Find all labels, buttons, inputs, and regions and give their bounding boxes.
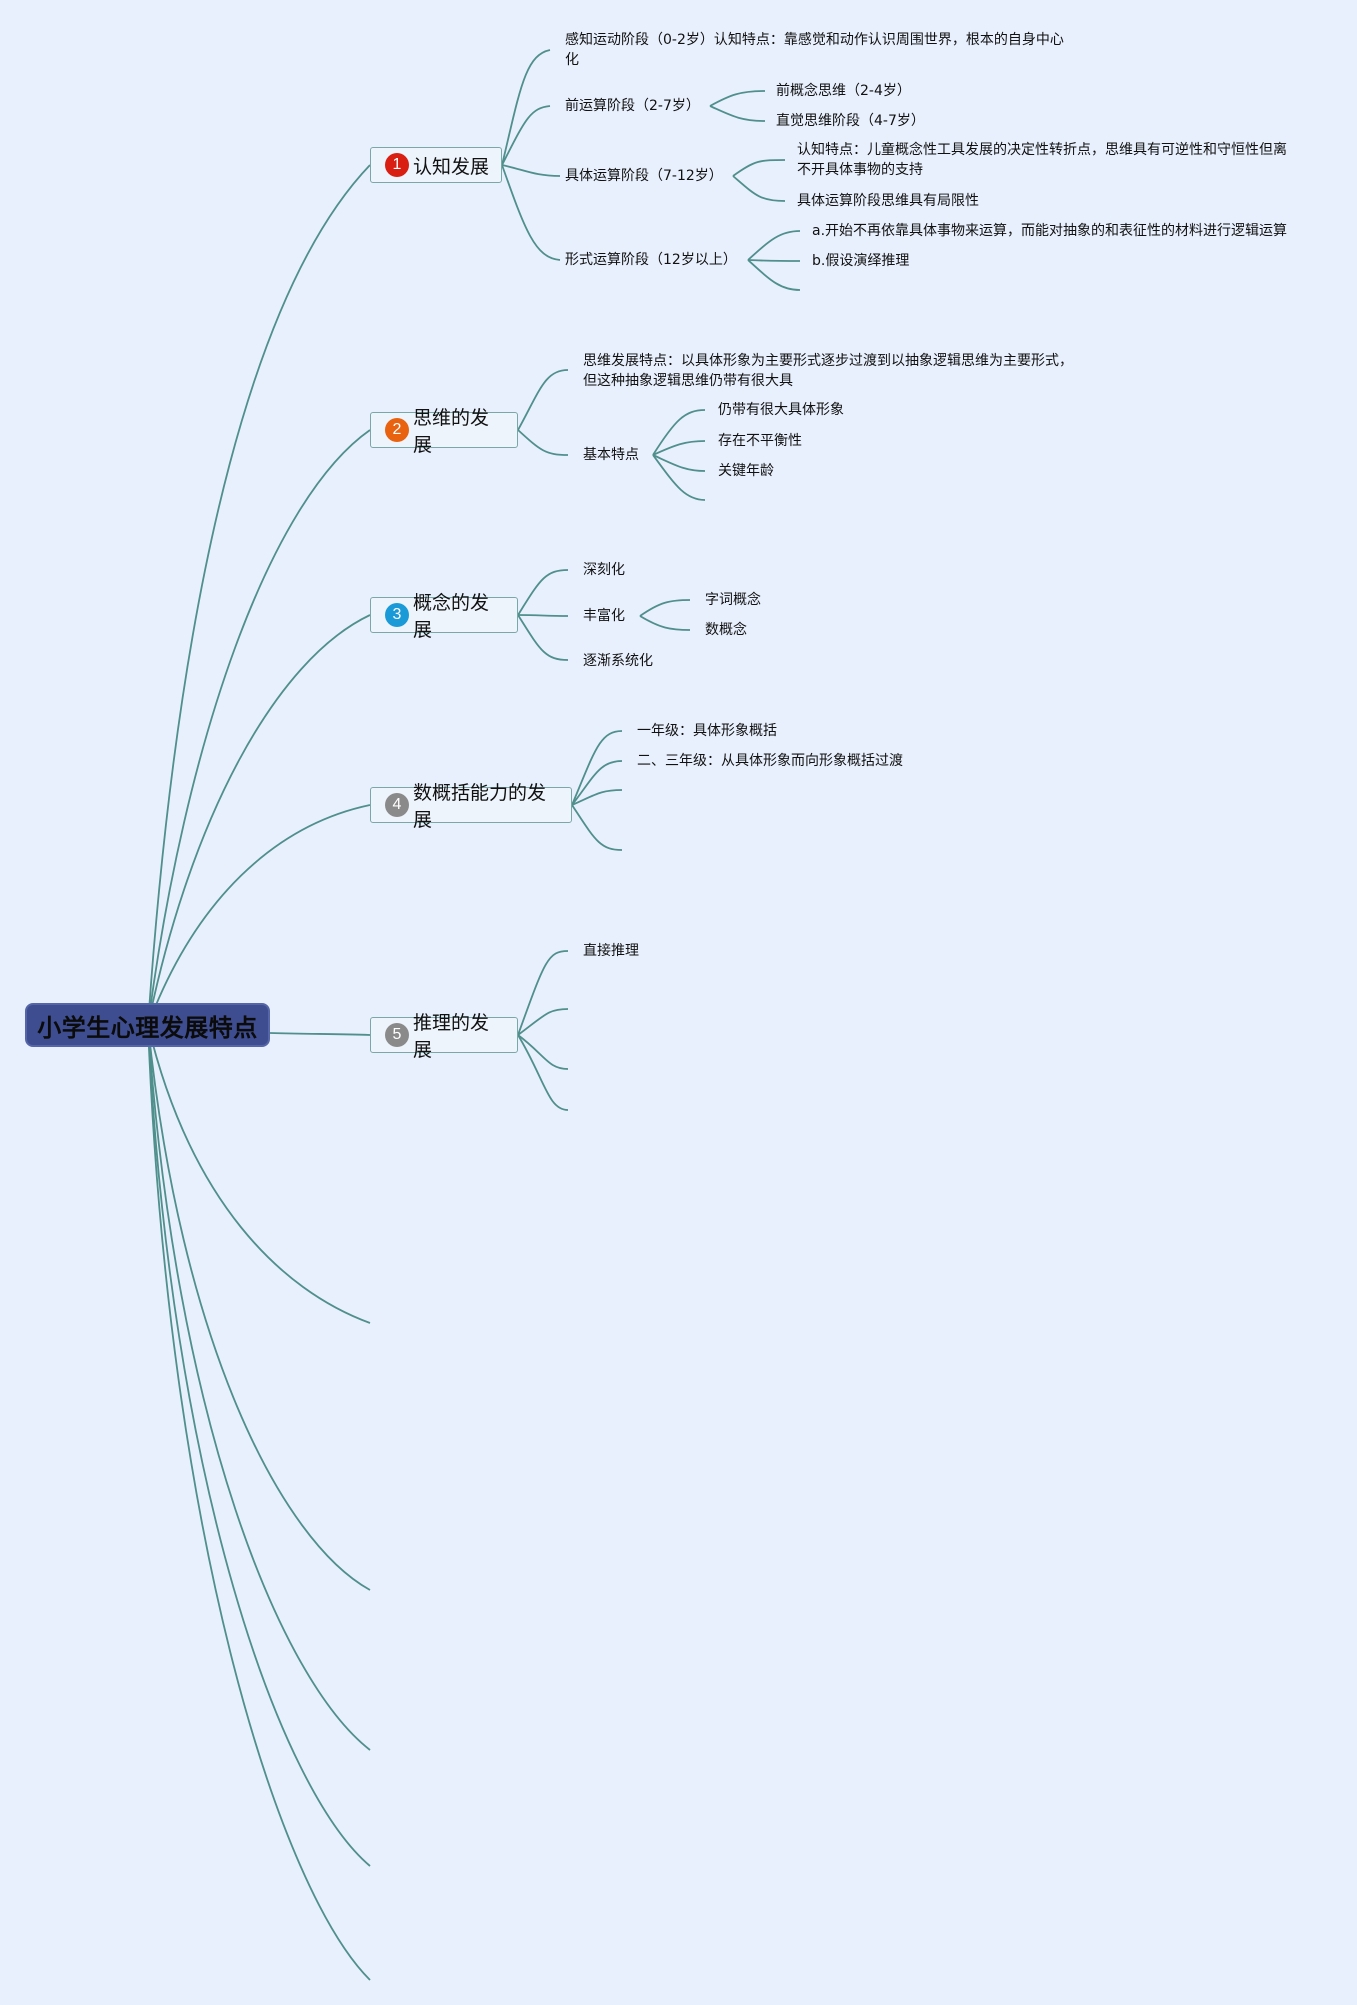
item-concrete-imagery[interactable]: 仍带有很大具体形象 xyxy=(718,402,844,418)
subtopic-deepening[interactable]: 深刻化 xyxy=(583,562,625,578)
item-grade-two-three[interactable]: 二、三年级：从具体形象而向形象概括过渡 xyxy=(637,753,903,769)
item-grade-one[interactable]: 一年级：具体形象概括 xyxy=(637,723,777,739)
connector-t3-c2 xyxy=(517,614,569,617)
connector-t3-c1 xyxy=(517,569,569,616)
topic-2-label: 思维的发展 xyxy=(413,407,490,456)
connector-t1-c2-g1 xyxy=(709,90,766,107)
connector-t1-c3 xyxy=(501,164,561,177)
item-number-concepts[interactable]: 数概念 xyxy=(705,622,747,638)
item-hypothetico-deductive[interactable]: b.假设演绎推理 xyxy=(812,253,910,269)
topic-2-thinking-development[interactable]: 2 思维的发展 xyxy=(370,407,518,456)
subtopic-basic-features[interactable]: 基本特点 xyxy=(583,447,639,463)
connector-root-topic-1 xyxy=(147,164,371,1026)
topic-5-label: 推理的发展 xyxy=(413,1012,490,1061)
connector-t4-c4 xyxy=(571,804,623,851)
number-badge-2-icon: 2 xyxy=(385,418,409,442)
subtopic-preoperational-stage[interactable]: 前运算阶段（2-7岁） xyxy=(565,98,700,114)
connector-root-topic-4 xyxy=(147,804,371,1026)
connector-t1-c2 xyxy=(501,105,551,166)
number-badge-5-icon: 5 xyxy=(385,1023,409,1047)
subtopic-systematization[interactable]: 逐渐系统化 xyxy=(583,653,653,669)
connector-t1-c2-g2 xyxy=(709,105,766,122)
item-critical-age[interactable]: 关键年龄 xyxy=(718,463,774,479)
connector-t1-c3-g2 xyxy=(732,175,786,202)
connector-t5-c2 xyxy=(517,1008,569,1036)
connector-root-empty-9 xyxy=(147,1024,371,1867)
topic-1-label: 认知发展 xyxy=(413,155,490,178)
item-intuitive-thinking[interactable]: 直觉思维阶段（4-7岁） xyxy=(776,113,925,129)
topic-5-reasoning-development[interactable]: 5 推理的发展 xyxy=(370,1012,518,1061)
connector-t1-c1 xyxy=(501,49,551,166)
number-badge-1-icon: 1 xyxy=(385,153,409,177)
item-imbalance[interactable]: 存在不平衡性 xyxy=(718,433,802,449)
connector-t4-c3 xyxy=(571,789,623,806)
connector-t2-c2 xyxy=(517,429,569,456)
connector-root-topic-5 xyxy=(269,1032,371,1036)
connector-root-topic-2 xyxy=(147,429,371,1026)
connector-root-empty-7 xyxy=(147,1024,371,1591)
number-badge-3-icon: 3 xyxy=(385,603,409,627)
connector-t3-c3 xyxy=(517,614,569,661)
connector-root-empty-10 xyxy=(147,1024,371,1981)
connector-t5-c3 xyxy=(517,1034,569,1070)
connector-t1-c3-g1 xyxy=(732,159,786,177)
connector-root-empty-8 xyxy=(147,1024,371,1751)
connector-t5-c4 xyxy=(517,1034,569,1111)
subtopic-thinking-features[interactable]: 思维发展特点：以具体形象为主要形式逐步过渡到以抽象逻辑思维为主要形式，但这种抽象… xyxy=(583,353,1073,389)
item-concrete-limitations[interactable]: 具体运算阶段思维具有局限性 xyxy=(797,193,979,209)
subtopic-enrichment[interactable]: 丰富化 xyxy=(583,608,625,624)
connector-t2-c2-g1 xyxy=(652,409,706,456)
item-abstract-operations[interactable]: a.开始不再依靠具体事物来运算，而能对抽象的和表征性的材料进行逻辑运算 xyxy=(812,223,1288,239)
subtopic-formal-operational-stage[interactable]: 形式运算阶段（12岁以上） xyxy=(565,252,737,268)
subtopic-concrete-operational-stage[interactable]: 具体运算阶段（7-12岁） xyxy=(565,168,723,184)
item-preconceptual-thinking[interactable]: 前概念思维（2-4岁） xyxy=(776,83,911,99)
connector-t4-c1 xyxy=(571,730,623,806)
topic-4-label: 数概括能力的发展 xyxy=(413,782,547,831)
number-badge-4-icon: 4 xyxy=(385,793,409,817)
subtopic-sensorimotor-stage[interactable]: 感知运动阶段（0-2岁）认知特点：靠感觉和动作认识周围世界，根本的自身中心化 xyxy=(565,32,1064,68)
item-concrete-cognitive-features[interactable]: 认知特点：儿童概念性工具发展的决定性转折点，思维具有可逆性和守恒性但离不开具体事… xyxy=(797,142,1287,178)
connector-t1-c4-g1 xyxy=(747,230,801,261)
connector-t3-c2-g2 xyxy=(639,615,691,631)
root-topic[interactable]: 小学生心理发展特点 xyxy=(25,1003,270,1047)
topic-3-concept-development[interactable]: 3 概念的发展 xyxy=(370,592,518,641)
connector-t1-c4 xyxy=(501,164,561,261)
topic-1-cognitive-development[interactable]: 1 认知发展 xyxy=(370,147,502,183)
connector-t5-c1 xyxy=(517,950,569,1036)
connector-t2-c1 xyxy=(517,369,569,431)
connector-t1-c4-g2 xyxy=(747,259,801,262)
item-word-concepts[interactable]: 字词概念 xyxy=(705,592,761,608)
connector-t3-c2-g1 xyxy=(639,599,691,617)
topic-4-numeric-generalization[interactable]: 4 数概括能力的发展 xyxy=(370,782,572,831)
connector-root-topic-3 xyxy=(147,614,371,1026)
connector-t4-c2 xyxy=(571,760,623,806)
topic-3-label: 概念的发展 xyxy=(413,592,490,641)
connector-root-empty-6 xyxy=(147,1024,371,1324)
connector-t2-c2-g2 xyxy=(652,440,706,456)
item-direct-reasoning[interactable]: 直接推理 xyxy=(583,943,639,959)
connector-t2-c2-g4 xyxy=(652,454,706,501)
connector-t1-c4-g3 xyxy=(747,259,801,291)
connector-t2-c2-g3 xyxy=(652,454,706,472)
